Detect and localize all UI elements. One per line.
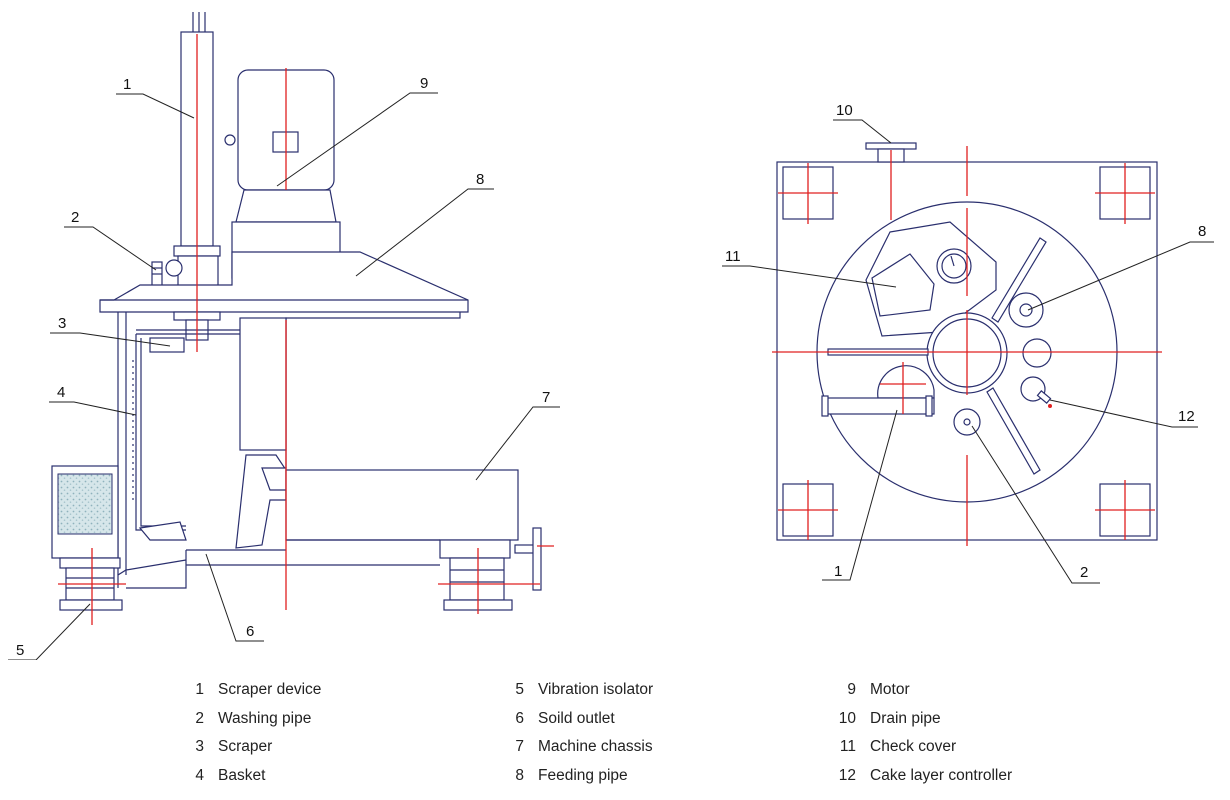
legend-column-3: 9 Motor 10 Drain pipe 11 Check cover 12 Cake… [830, 676, 1012, 790]
legend-number: 10 [838, 709, 856, 727]
legend-label: Motor [870, 681, 910, 698]
top-leaders [722, 119, 1214, 584]
legend-number: 2 [195, 709, 204, 727]
legend-item: 10 Drain pipe [830, 705, 1012, 734]
centrifuge-drawing: 1 9 2 8 3 4 7 5 6 [8, 12, 1214, 660]
legend-column-2: 5 Vibration isolator 6 Soild outlet 7 Machi… [498, 676, 653, 790]
legend-number: 4 [195, 766, 204, 784]
legend-label: Feeding pipe [538, 766, 628, 784]
legend-item: 11 Check cover [830, 733, 1012, 762]
legend-label: Scraper [218, 738, 273, 755]
callout-front-5: 5 [16, 642, 24, 659]
front-leaders [8, 92, 560, 660]
legend-column-1: 1 Scraper device 2 Washing pipe 3 Scraper 4… [178, 676, 321, 790]
callout-top-11: 11 [725, 248, 741, 265]
washing-pipe-valve [165, 259, 183, 277]
front-callout-labels: 1 9 2 8 3 4 7 5 6 [16, 75, 550, 659]
legend-label: Washing pipe [218, 709, 312, 727]
callout-top-8: 8 [1198, 223, 1206, 240]
legend-item: 1 Scraper device [178, 676, 321, 705]
callout-top-2: 2 [1080, 564, 1088, 581]
top-view [772, 142, 1162, 546]
callout-front-6: 6 [246, 623, 254, 640]
callout-front-3: 3 [58, 315, 66, 332]
callout-front-1: 1 [123, 76, 131, 93]
legend-number: 11 [839, 738, 856, 755]
front-view [51, 12, 554, 625]
legend-number: 12 [838, 766, 856, 784]
callout-front-2: 2 [71, 209, 79, 226]
legend-item: 4 Basket [178, 762, 321, 791]
legend-number: 1 [195, 681, 204, 698]
legend-item: 5 Vibration isolator [498, 676, 653, 705]
legend-item: 12 Cake layer controller [830, 762, 1012, 791]
top-callout-labels: 10 11 8 12 1 2 [725, 102, 1206, 581]
legend-number: 7 [515, 738, 524, 755]
callout-top-12: 12 [1178, 408, 1195, 425]
callout-top-1: 1 [834, 563, 842, 580]
legend-number: 3 [195, 738, 204, 755]
top-scraper-device [877, 365, 935, 399]
legend-label: Vibration isolator [538, 681, 654, 698]
legend-label: Soild outlet [538, 709, 615, 727]
callout-front-8: 8 [476, 171, 484, 188]
callout-front-9: 9 [420, 75, 428, 92]
legend-label: Drain pipe [870, 709, 941, 727]
legend-item: 7 Machine chassis [498, 733, 653, 762]
legend-label: Scraper device [218, 681, 322, 698]
filter-mesh [57, 473, 113, 535]
legend-label: Basket [218, 766, 266, 784]
legend-item: 3 Scraper [178, 733, 321, 762]
legend-item: 6 Soild outlet [498, 705, 653, 734]
legend: 1 Scraper device 2 Washing pipe 3 Scraper 4… [0, 676, 1230, 796]
callout-front-7: 7 [542, 389, 550, 406]
legend-number: 5 [515, 681, 524, 698]
legend-label: Machine chassis [538, 738, 653, 755]
callout-front-4: 4 [57, 384, 65, 401]
legend-item: 2 Washing pipe [178, 705, 321, 734]
callout-top-10: 10 [836, 102, 853, 119]
machine-chassis [285, 469, 519, 541]
legend-number: 8 [515, 766, 524, 784]
legend-label: Check cover [870, 738, 957, 755]
vibration-isolator-right [439, 539, 513, 611]
legend-number: 9 [847, 681, 856, 698]
legend-label: Cake layer controller [870, 766, 1013, 784]
legend-item: 8 Feeding pipe [498, 762, 653, 791]
legend-item: 9 Motor [830, 676, 1012, 705]
legend-number: 6 [515, 709, 524, 727]
